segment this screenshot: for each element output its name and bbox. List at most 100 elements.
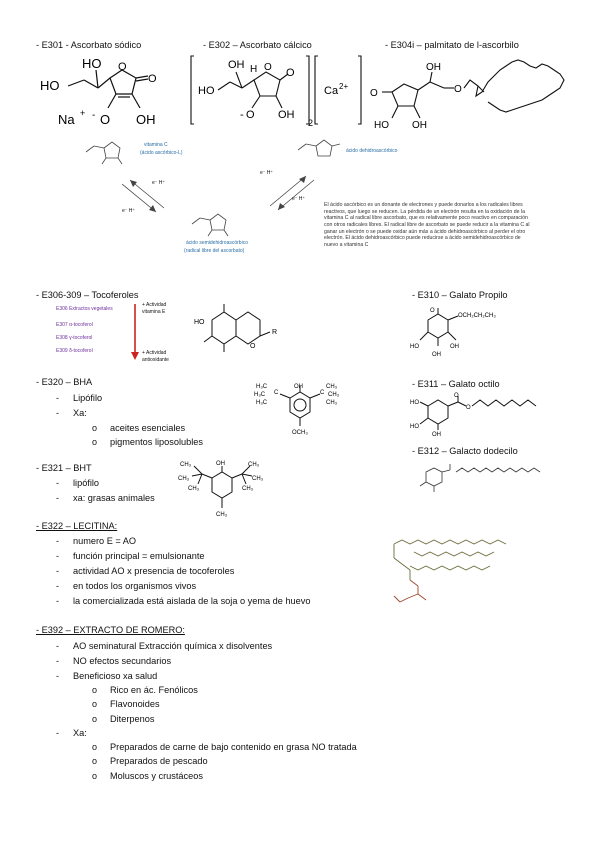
vitamin-c-explanation: El ácido ascórbico es un donante de elec… (324, 202, 530, 248)
lecithin-bullet: numero E = AO (73, 536, 137, 546)
bht-bullet: xa: grasas animales (73, 493, 155, 503)
svg-text:2: 2 (308, 118, 313, 128)
svg-text:HO: HO (194, 319, 205, 326)
dodecyl-gallate-structure (412, 460, 552, 498)
svg-text:H₃C: H₃C (256, 400, 268, 406)
svg-text:O: O (100, 112, 110, 127)
sodium-ascorbate-structure: HO HO O O Na + - O OH (36, 52, 186, 132)
heading-e392: - E392 – EXTRACTO DE ROMERO: (36, 625, 185, 635)
svg-text:O: O (454, 84, 462, 95)
svg-text:CH₃: CH₃ (328, 392, 340, 398)
svg-text:OCH₂CH₂CH₃: OCH₂CH₂CH₃ (458, 313, 496, 319)
svg-text:O: O (370, 88, 378, 99)
tocopherol-item: E307 α-tocoferol (56, 322, 93, 328)
svg-text:-: - (240, 109, 244, 121)
svg-text:H: H (250, 64, 257, 75)
heading-e312: - E312 – Galacto dodecilo (412, 446, 518, 456)
rosemary-bullet: Xa: (73, 728, 87, 738)
bht-bullet: lipófilo (73, 478, 100, 488)
bha-structure: OH C CH₃ CH₃ CH₃ C H₃C H₃C H₃C OCH₃ (246, 382, 354, 442)
propyl-gallate-structure: O OCH₂CH₂CH₃ HO OH OH (410, 304, 520, 360)
vitamin-c-sublabel: (ácido ascórbico-L) (140, 150, 183, 156)
semidehydroascorbic-sublabel: (radical libre del ascorbato) (184, 248, 245, 254)
activity-arrow-icon (131, 304, 139, 360)
svg-text:HO: HO (410, 344, 419, 350)
electron-label: e⁻ H⁺ (260, 170, 274, 176)
rosemary-subbullet: Moluscos y crustáceos (110, 771, 203, 781)
heading-e311: - E311 – Galato octilo (412, 379, 500, 389)
electron-label: e⁻ H⁺ (122, 208, 136, 214)
heading-e320: - E320 – BHA (36, 377, 93, 387)
heading-e304: - E304i – palmitato de l-ascorbilo (385, 40, 519, 50)
svg-text:OH: OH (426, 62, 441, 73)
bht-structure: OH CH₃ CH₃ CH₃ CH₃ CH₃ CH₃ CH₃ (176, 458, 270, 522)
svg-text:O: O (466, 405, 471, 411)
svg-text:CH₃: CH₃ (326, 384, 338, 390)
svg-text:OCH₃: OCH₃ (292, 430, 308, 436)
ascorbyl-palmitate-structure: O OH O HO OH (370, 52, 570, 134)
svg-text:O: O (250, 343, 256, 350)
svg-text:OH: OH (228, 59, 245, 71)
svg-text:CH₃: CH₃ (252, 476, 264, 482)
svg-text:C: C (320, 390, 325, 396)
tocopherol-item: E309 δ-tocoferol (56, 348, 93, 354)
tocopherol-item: E306 Extractos vegetales (56, 306, 113, 312)
lecithin-bullet: función principal = emulsionante (73, 551, 205, 561)
svg-text:O: O (454, 393, 459, 399)
lecithin-structure (380, 530, 510, 610)
rosemary-subbullet: Preparados de pescado (110, 756, 208, 766)
rosemary-bullet: AO seminatural Extracción química x diso… (73, 641, 273, 651)
calcium-ascorbate-structure: HO OH H O O - O OH 2 Ca 2+ (190, 52, 365, 128)
svg-text:2+: 2+ (339, 82, 348, 91)
lecithin-bullet: la comercializada está aislada de la soj… (73, 596, 311, 606)
heading-e302: - E302 – Ascorbato cálcico (203, 40, 312, 50)
svg-text:O: O (286, 67, 295, 79)
svg-text:-: - (92, 110, 95, 121)
svg-text:HO: HO (374, 120, 389, 131)
heading-e301: - E301 - Ascorbato sódico (36, 40, 142, 50)
svg-text:O: O (430, 308, 435, 314)
svg-text:CH₃: CH₃ (248, 462, 260, 468)
vitamin-c-label: vitamina C (144, 142, 168, 148)
svg-text:H₃C: H₃C (254, 392, 266, 398)
octyl-gallate-structure: HO HO OH O O (410, 392, 540, 438)
svg-text:H₃C: H₃C (256, 384, 268, 390)
tocopherol-list: E306 Extractos vegetales E307 α-tocofero… (56, 302, 169, 363)
svg-text:CH₃: CH₃ (326, 400, 338, 406)
svg-text:CH₃: CH₃ (216, 512, 228, 518)
svg-text:Ca: Ca (324, 85, 339, 97)
bha-bullet: Xa: (73, 408, 87, 418)
heading-e321: - E321 – BHT (36, 463, 92, 473)
svg-text:R: R (272, 329, 277, 336)
svg-text:Na: Na (58, 112, 75, 127)
svg-text:O: O (148, 73, 157, 85)
svg-text:OH: OH (294, 384, 303, 390)
svg-text:O: O (118, 61, 127, 73)
svg-text:CH₃: CH₃ (178, 476, 190, 482)
lecithin-bullet: en todos los organismos vivos (73, 581, 197, 591)
rosemary-subbullet: Diterpenos (110, 714, 155, 724)
svg-text:OH: OH (278, 109, 295, 121)
svg-text:OH: OH (432, 432, 441, 438)
lecithin-bullet: actividad AO x presencia de tocoferoles (73, 566, 235, 576)
rosemary-subbullet: Rico en ác. Fenólicos (110, 685, 198, 695)
svg-text:O: O (246, 109, 255, 121)
rosemary-subbullet: Preparados de carne de bajo contenido en… (110, 742, 357, 752)
bha-bullet: Lipófilo (73, 393, 103, 403)
electron-label: e⁻ H⁺ (152, 180, 166, 186)
dehydroascorbic-label: ácido dehidroascórbico (346, 148, 398, 154)
tocopherol-structure: HO O R (192, 300, 282, 360)
vitamin-c-redox-figure: vitamina C (ácido ascórbico-L) ácido deh… (60, 132, 532, 284)
bha-subbullet: aceites esenciales (110, 423, 186, 433)
tocopherol-item: E308 γ-tocoferol (56, 335, 93, 341)
svg-text:OH: OH (216, 461, 225, 467)
svg-text:HO: HO (410, 424, 419, 430)
svg-text:HO: HO (40, 78, 60, 93)
rosemary-bullet: NO efectos secundarios (73, 656, 172, 666)
svg-text:C: C (274, 390, 279, 396)
svg-text:CH₃: CH₃ (242, 486, 254, 492)
svg-text:+: + (80, 108, 85, 118)
rosemary-subbullet: Flavonoides (110, 699, 160, 709)
heading-e306: - E306-309 – Tocoferoles (36, 290, 139, 300)
rosemary-bullet: Beneficioso xa salud (73, 671, 158, 681)
